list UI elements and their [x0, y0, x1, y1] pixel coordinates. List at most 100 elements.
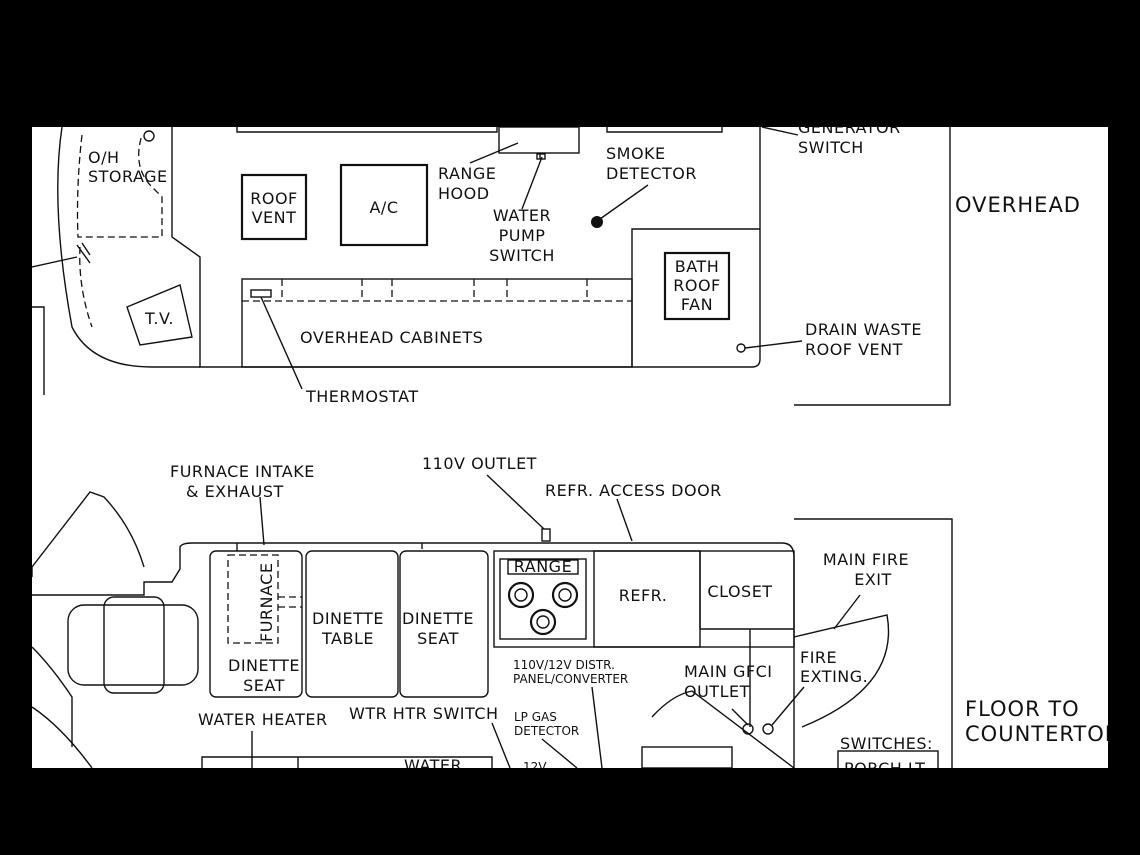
outlet-110v-mark [541, 528, 551, 542]
outlet-110v-label: 110V OUTLET [422, 454, 537, 473]
oh-storage-dashed-2 [79, 246, 93, 328]
fire-exting-leader [771, 686, 805, 726]
entry-step-swing [651, 690, 795, 768]
floor-section-title-1: FLOOR TO [965, 697, 1080, 721]
switches-label: SWITCHES: [840, 734, 933, 753]
bath-roof-fan-box [663, 251, 731, 321]
overhead-cabinets-label: OVERHEAD CABINETS [300, 328, 483, 347]
main-fire-exit-label-1: MAIN FIRE [823, 550, 909, 569]
burner-2-inner [558, 588, 572, 602]
cab-front-left [32, 491, 145, 577]
cab-lower-curve [32, 706, 93, 768]
burner-3 [529, 608, 557, 636]
driver-seat-back [103, 596, 165, 694]
dinette-table-label-2: TABLE [321, 629, 374, 648]
lower-cabinet [641, 746, 733, 768]
thermostat-label: THERMOSTAT [305, 387, 419, 406]
furnace-duct [278, 596, 302, 608]
main-gfci-label-1: MAIN GFCI [684, 662, 773, 681]
oh-storage-label-1: O/H [88, 148, 120, 167]
water-pump-label-1: WATER [493, 206, 551, 225]
gfci-leader [731, 708, 749, 726]
lp-gas-label-2: DETECTOR [514, 724, 579, 738]
water-pump-leader [521, 156, 543, 210]
drain-vent-leader [744, 340, 803, 349]
fire-exting-label-2: EXTING. [800, 667, 868, 686]
range-outline [499, 558, 587, 640]
refr-label: REFR. [619, 586, 668, 605]
main-fire-exit-leader [833, 594, 861, 630]
oh-storage-label-2: STORAGE [88, 167, 168, 186]
tv-outline [126, 284, 193, 346]
outlet-110v-leader [486, 474, 545, 530]
ac-box [339, 163, 429, 247]
bath-fan-label-2: ROOF [673, 276, 721, 295]
smoke-detector-label-1: SMOKE [606, 144, 666, 163]
range-panel [507, 559, 579, 575]
floor-section-title-2: COUNTERTOP [965, 722, 1108, 746]
bath-fan-label-3: FAN [681, 295, 713, 314]
lp-gas-label-1: LP GAS [514, 710, 557, 724]
distr-panel-leader [591, 686, 603, 768]
left-wall [32, 306, 45, 395]
smoke-detector-dot [591, 216, 603, 228]
left-hatch [76, 242, 91, 264]
drain-vent-label-1: DRAIN WASTE [805, 320, 922, 339]
burner-2 [551, 581, 579, 609]
main-fire-exit-label-2: EXIT [854, 570, 892, 589]
smoke-detector-label-2: DETECTOR [606, 164, 697, 183]
dinette-seat-left-outline [209, 550, 303, 698]
furnace-label: FURNACE [257, 563, 276, 642]
floorplan-drawing: O/H STORAGE ROOF VENT A/C RANGE HOOD WAT… [32, 127, 1108, 768]
burner-3-inner [536, 615, 550, 629]
oh-storage-dashed [76, 134, 163, 238]
wall-markers [236, 543, 423, 551]
range-hood-label-1: RANGE [438, 164, 496, 183]
floor-section-bracket [794, 518, 953, 768]
left-leader [32, 256, 78, 268]
top-cabinet-strip [236, 127, 498, 133]
water-pump-label-2: PUMP [499, 226, 546, 245]
generator-switch-label-2: SWITCH [798, 138, 864, 157]
water-heater-cabinet [201, 756, 493, 768]
smoke-detector-leader [599, 184, 649, 220]
dinette-table-outline [305, 550, 399, 698]
drain-vent-label-2: ROOF VENT [805, 340, 903, 359]
fire-exting-symbol [762, 723, 774, 735]
dinette-seat-left-label-2: SEAT [243, 676, 285, 695]
roof-vent-box [240, 173, 308, 241]
overhead-cabinets-outline [241, 278, 633, 368]
dinette-seat-right-label-1: DINETTE [402, 609, 474, 628]
closet-label: CLOSET [707, 582, 772, 601]
top-cabinet-strip-2 [606, 127, 723, 133]
range-hood-box [498, 127, 580, 154]
porch-lt-label: PORCH LT [844, 759, 925, 768]
range-label: RANGE [514, 557, 572, 576]
furnace-intake-label-2: & EXHAUST [186, 482, 284, 501]
switches-box [837, 750, 939, 768]
ac-label: A/C [369, 198, 398, 217]
fire-exting-label-1: FIRE [800, 648, 837, 667]
overhead-section-title: OVERHEAD [955, 193, 1081, 217]
refr-door-leader [616, 498, 633, 542]
v12-label: 12V [523, 760, 547, 768]
thermostat-mark [250, 289, 272, 298]
cab-seat-curve [32, 646, 73, 747]
floor-outer-wall [32, 542, 795, 768]
oh-storage-fixture [143, 130, 155, 142]
dinette-table-label-1: DINETTE [312, 609, 384, 628]
bath-fan-label-1: BATH [675, 257, 719, 276]
drain-vent-symbol [736, 343, 746, 353]
roof-vent-label-1: ROOF [250, 189, 298, 208]
water-pump-label-3: SWITCH [489, 246, 555, 265]
main-door-swing [793, 614, 890, 728]
burner-1 [507, 581, 535, 609]
overhead-outline [171, 127, 761, 368]
furnace-intake-label-1: FURNACE INTAKE [170, 462, 315, 481]
rv-floorplan-sheet: O/H STORAGE ROOF VENT A/C RANGE HOOD WAT… [32, 127, 1108, 768]
burner-1-inner [514, 588, 528, 602]
furnace-dashed [227, 554, 279, 644]
range-hood-leader [469, 142, 519, 164]
overhead-section-bracket [794, 127, 951, 406]
overhead-plan: O/H STORAGE ROOF VENT A/C RANGE HOOD WAT… [32, 127, 1081, 406]
